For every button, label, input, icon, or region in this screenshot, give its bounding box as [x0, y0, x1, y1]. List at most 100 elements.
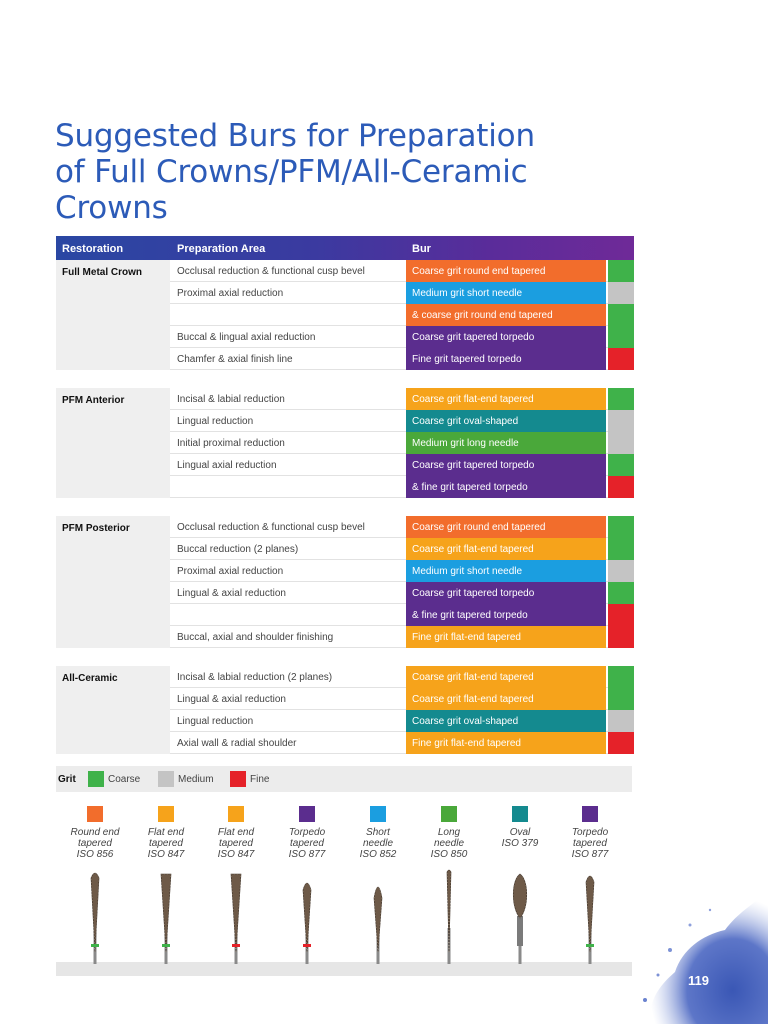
group-spacer	[56, 648, 634, 666]
preparation-area-cell: Incisal & labial reduction (2 planes)	[177, 672, 333, 683]
table-row: Buccal reduction (2 planes) Coarse grit f…	[170, 538, 634, 560]
table-row: Proximal axial reduction Medium grit shor…	[170, 560, 634, 582]
bur-caption-line: Long	[437, 827, 461, 838]
legend-label-medium: Medium	[178, 774, 214, 785]
bur-caption-line: ISO 850	[430, 849, 468, 860]
bur-illustration	[581, 864, 599, 964]
bur-cell: Coarse grit flat-end tapered	[406, 388, 606, 410]
preparation-area-cell: Buccal, axial and shoulder finishing	[177, 632, 334, 643]
table-row: Incisal & labial reduction (2 planes) Coa…	[170, 666, 634, 688]
grit-swatch-coarse	[608, 666, 634, 688]
grit-swatch-fine	[608, 732, 634, 754]
grit-legend: Grit Coarse Medium Fine	[56, 766, 632, 792]
bur-caption-line: ISO 379	[501, 838, 539, 849]
page-number: 119	[688, 973, 709, 988]
bur-color-swatch	[441, 806, 457, 822]
preparation-area-cell: Proximal axial reduction	[177, 288, 284, 299]
bur-caption-line: tapered	[149, 838, 183, 849]
grit-swatch-medium	[608, 710, 634, 732]
bur-cell: Coarse grit round end tapered	[406, 516, 606, 538]
legend-label-coarse: Coarse	[108, 774, 141, 785]
bur-illustration	[86, 864, 104, 964]
bur-caption-line: tapered	[290, 838, 324, 849]
preparation-area-cell: Lingual reduction	[177, 416, 254, 427]
bur-illustration	[298, 864, 316, 964]
bur-color-swatch	[582, 806, 598, 822]
page-title: Suggested Burs for Preparation of Full C…	[55, 118, 655, 226]
bur-color-swatch	[370, 806, 386, 822]
grit-swatch-coarse	[608, 260, 634, 282]
title-line-2: of Full Crowns/PFM/All-Ceramic	[55, 154, 528, 190]
grit-swatch-coarse	[608, 538, 634, 560]
grit-swatch-coarse	[608, 304, 634, 326]
bur-color-swatch	[512, 806, 528, 822]
preparation-area-cell: Occlusal reduction & functional cusp bev…	[177, 522, 365, 533]
preparation-area-cell: Occlusal reduction & functional cusp bev…	[177, 266, 365, 277]
bur-caption-line: Torpedo	[571, 827, 609, 838]
grit-swatch-medium	[608, 282, 634, 304]
bur-cell: & fine grit tapered torpedo	[406, 476, 606, 498]
bur-cell: Coarse grit tapered torpedo	[406, 454, 606, 476]
bur-cell: Medium grit short needle	[406, 560, 606, 582]
bur-caption-line: tapered	[78, 838, 112, 849]
header-restoration: Restoration	[62, 243, 124, 255]
bur-color-swatch	[299, 806, 315, 822]
bur-cell: Medium grit long needle	[406, 432, 606, 454]
grit-swatch-coarse	[608, 388, 634, 410]
bur-illustration	[511, 864, 529, 964]
grit-swatch-coarse	[608, 326, 634, 348]
grit-swatch-coarse	[608, 454, 634, 476]
grit-swatch-fine	[608, 604, 634, 626]
legend-swatch-fine	[230, 771, 246, 787]
table-row: Buccal & lingual axial reduction Coarse g…	[170, 326, 634, 348]
bur-color-swatch	[158, 806, 174, 822]
grit-swatch-medium	[608, 560, 634, 582]
bur-caption-line: ISO 847	[147, 849, 185, 860]
legend-title: Grit	[58, 774, 76, 785]
restoration-label: PFM Anterior	[56, 388, 170, 498]
paint-splash-decoration	[643, 890, 768, 1024]
preparation-area-cell: Buccal & lingual axial reduction	[177, 332, 316, 343]
bur-color-swatch	[228, 806, 244, 822]
bur-illustration	[369, 864, 387, 964]
title-line-1: Suggested Burs for Preparation	[55, 118, 535, 154]
legend-swatch-coarse	[88, 771, 104, 787]
preparation-area-cell: Buccal reduction (2 planes)	[177, 544, 299, 555]
bur-caption-line: Flat end	[147, 827, 185, 838]
bur-cell: & coarse grit round end tapered	[406, 304, 606, 326]
bur-cell: Coarse grit flat-end tapered	[406, 666, 606, 688]
bur-cell: Coarse grit flat-end tapered	[406, 538, 606, 560]
legend-swatch-medium	[158, 771, 174, 787]
preparation-area-cell: Proximal axial reduction	[177, 566, 284, 577]
grit-swatch-coarse	[608, 516, 634, 538]
group-spacer	[56, 498, 634, 516]
bur-caption-line: ISO 877	[288, 849, 326, 860]
bur-caption-line: Flat end	[217, 827, 255, 838]
bur-cell: Coarse grit tapered torpedo	[406, 326, 606, 348]
bur-caption-line: ISO 847	[217, 849, 255, 860]
header-preparation-area: Preparation Area	[177, 243, 266, 255]
preparation-area-cell: Chamfer & axial finish line	[177, 354, 293, 365]
table-row: & fine grit tapered torpedo	[170, 476, 634, 498]
grit-swatch-fine	[608, 476, 634, 498]
bur-cell: Coarse grit round end tapered	[406, 260, 606, 282]
title-line-3: Crowns	[55, 190, 168, 226]
